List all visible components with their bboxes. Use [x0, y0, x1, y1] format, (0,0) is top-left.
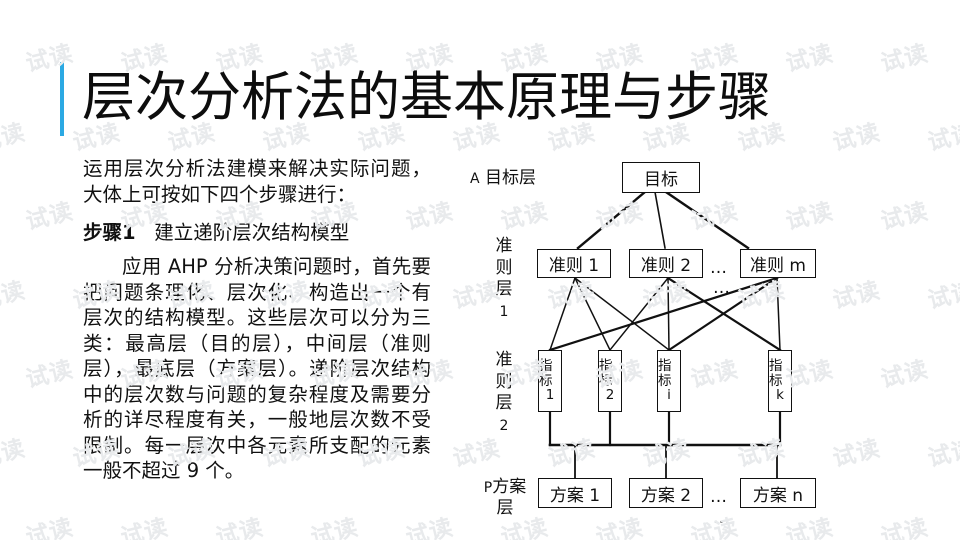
intro-paragraph: 运用层次分析法建模来解决实际问题，大体上可按如下四个步骤进行：	[83, 157, 431, 206]
index-box-2-sub: 2	[605, 387, 615, 404]
index-box-i[interactable]: 指标 i	[657, 350, 681, 412]
watermark-text: 试读	[23, 356, 77, 394]
watermark-text: 试读	[118, 514, 172, 540]
criteria2-char-3: 2	[499, 417, 509, 434]
index-box-1[interactable]: 指标 1	[538, 350, 562, 412]
layer-label-plans: P方案 层	[474, 477, 536, 518]
body-text-column: 运用层次分析法建模来解决实际问题，大体上可按如下四个步骤进行： 步骤1 建立递阶…	[83, 156, 431, 484]
criteria-ellipsis: …	[710, 258, 729, 278]
watermark-text: 试读	[0, 119, 29, 157]
step-heading: 步骤1 建立递阶层次结构模型	[83, 220, 431, 245]
plan-label-prefix: P	[483, 480, 493, 496]
goal-label-prefix: A	[470, 171, 480, 187]
title-accent-bar	[60, 62, 64, 136]
criteria-ellipsis-below: …	[713, 278, 732, 298]
plan-label-text: 方案	[492, 477, 527, 497]
index-box-1-sub: 1	[545, 387, 555, 404]
index-box-k[interactable]: 指标 k	[768, 350, 792, 412]
watermark-text: 试读	[23, 514, 77, 540]
criteria2-char-2: 层	[495, 393, 513, 413]
index-box-i-sub: i	[667, 387, 671, 404]
criteria1-char-2: 层	[495, 279, 513, 299]
plan-box-n[interactable]: 方案 n	[740, 478, 816, 508]
index-box-i-name-0: 指标	[658, 358, 672, 389]
plan-ellipsis: …	[710, 487, 729, 507]
criteria1-char-3: 1	[499, 303, 509, 320]
criteria2-char-0: 准	[495, 350, 513, 370]
watermark-text: 试读	[23, 198, 77, 236]
watermark-text: 试读	[878, 40, 932, 78]
plan-box-1[interactable]: 方案 1	[538, 478, 612, 508]
body-paragraph: 应用 AHP 分析决策问题时，首先要把问题条理化、层次化、构造出一个有层次的结构…	[83, 255, 431, 482]
criteria1-char-1: 则	[495, 257, 513, 278]
watermark-text: 试读	[23, 40, 77, 78]
watermark-text: 试读	[0, 435, 29, 473]
diagram-connector-lines	[548, 190, 782, 479]
watermark-text: 试读	[213, 514, 267, 540]
plan-box-2[interactable]: 方案 2	[629, 478, 703, 508]
plan-ellipsis-below: …	[713, 508, 732, 528]
index-box-2[interactable]: 指标 2	[598, 350, 622, 412]
step-title: 建立递阶层次结构模型	[154, 221, 350, 244]
criteria-box-2[interactable]: 准则 2	[629, 249, 703, 278]
index-box-1-name-0: 指标	[539, 358, 553, 389]
criteria2-char-1: 则	[495, 371, 513, 392]
criteria-box-1[interactable]: 准则 1	[537, 249, 611, 278]
ahp-hierarchy-diagram: A 目标层 准 则 层 1 准 则 层 2 P方案 层 目标 准则 1 准则 2…	[470, 150, 940, 535]
layer-label-goal: A 目标层	[470, 168, 536, 190]
watermark-text: 试读	[403, 514, 457, 540]
index-box-2-name-0: 指标	[599, 358, 613, 389]
goal-label-text: 目标层	[484, 168, 536, 188]
watermark-text: 试读	[783, 40, 837, 78]
layer-label-criteria-1: 准 则 层 1	[492, 236, 516, 323]
page-title: 层次分析法的基本原理与步骤	[82, 67, 771, 128]
index-box-k-sub: k	[776, 387, 784, 404]
step-label: 步骤1	[83, 221, 136, 244]
watermark-text: 试读	[308, 514, 362, 540]
index-box-k-name-0: 指标	[769, 358, 783, 389]
goal-box[interactable]: 目标	[622, 162, 700, 193]
layer-label-criteria-2: 准 则 层 2	[492, 350, 516, 437]
plan-label-text2: 层	[496, 498, 514, 518]
watermark-text: 试读	[0, 277, 29, 315]
criteria-box-m[interactable]: 准则 m	[740, 249, 816, 278]
criteria1-char-0: 准	[495, 236, 513, 256]
